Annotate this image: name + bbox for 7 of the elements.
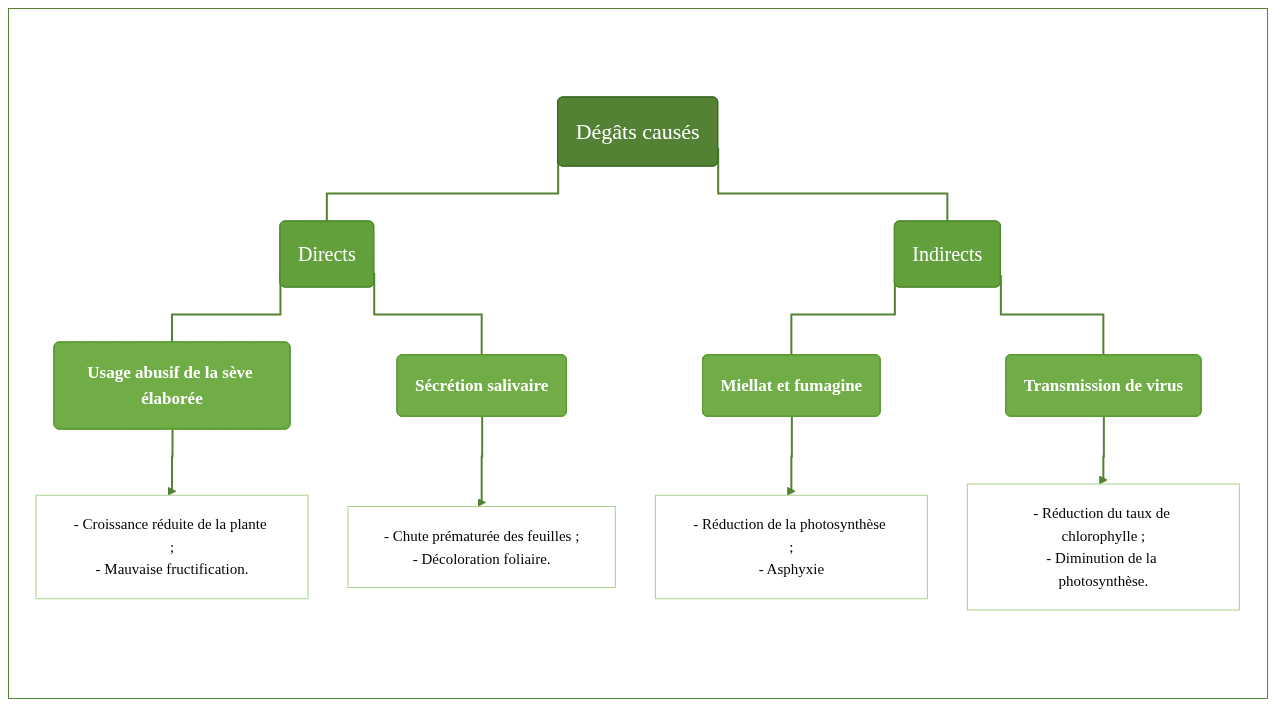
arrow	[167, 428, 177, 496]
arrow	[787, 415, 797, 496]
node-box: - Chute prématurée des feuilles ; - Décoloration foliaire.	[347, 506, 617, 588]
node-box: - Croissance réduite de la plante ; - Mauvaise fructification.	[35, 494, 309, 600]
arrow	[477, 415, 487, 507]
node-box: - Réduction de la photosynthèse ; - Asphyxie	[655, 494, 929, 600]
node-box: - Réduction du taux de chlorophylle ; - Diminution de la photosynthèse.	[967, 483, 1241, 611]
